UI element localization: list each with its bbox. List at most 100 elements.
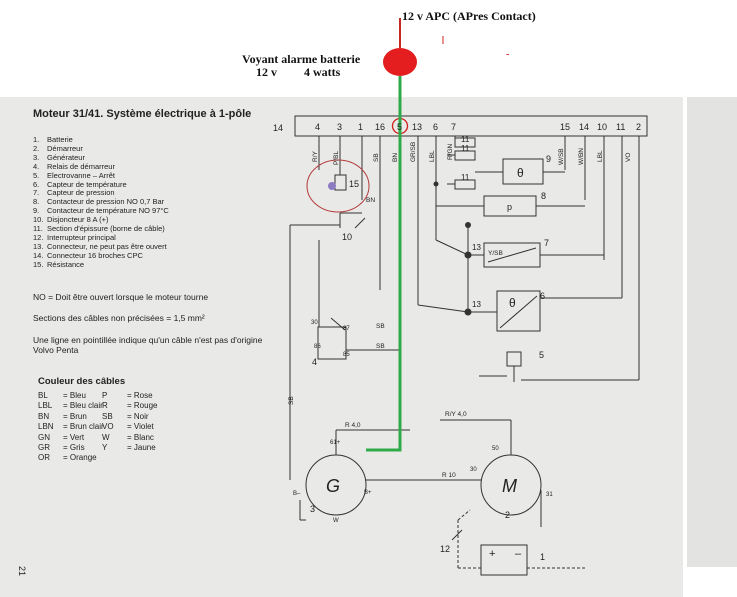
- component-number: 1: [540, 552, 545, 562]
- junction-dot: [464, 308, 472, 316]
- apc-label: 12 v APC (APres Contact): [402, 9, 536, 23]
- junction-dot: [465, 222, 471, 228]
- wire-colors-title: Couleur des câbles: [38, 376, 126, 387]
- pin-label: 6: [433, 122, 438, 132]
- legend-item: 12.Interrupteur principal: [33, 232, 116, 242]
- battery-minus: –: [515, 548, 522, 560]
- wire-label: R 10: [442, 472, 456, 479]
- component-number: 13: [472, 300, 481, 309]
- lamp-label: Voyant alarme batterie: [242, 52, 361, 66]
- terminal-label: 85: [343, 352, 350, 358]
- resistor-15: [334, 174, 347, 191]
- component-number: 10: [342, 232, 352, 242]
- component-number: 7: [544, 238, 549, 248]
- diagram-title: Moteur 31/41. Système électrique à 1-pôl…: [33, 108, 252, 120]
- pin-label: 7: [451, 122, 456, 132]
- note-dotted: Une ligne en pointillée indique qu'un câ…: [33, 335, 263, 355]
- legend-item: 9.Contacteur de température NO 97°C: [33, 206, 169, 216]
- component-number: 15: [349, 179, 359, 189]
- pin-label: 3: [337, 122, 342, 132]
- wire-label: SB: [288, 396, 295, 405]
- component-number: 13: [472, 243, 481, 252]
- legend-item: 8.Contacteur de pression NO 0,7 Bar: [33, 197, 165, 207]
- purple-dot: [328, 182, 336, 190]
- pin-label: 5: [397, 122, 402, 132]
- battery-plus: +: [489, 548, 495, 560]
- legend-item: 15.Résistance: [33, 259, 85, 269]
- pin-label: 13: [412, 122, 422, 132]
- p-symbol: p: [507, 202, 512, 212]
- wire-label: LBL: [429, 150, 436, 162]
- wire: [435, 239, 469, 256]
- component-legend: 1.Batterie 2.Démarreur 3.Générateur 4.Re…: [33, 135, 169, 270]
- generator-symbol: G: [326, 476, 340, 496]
- temp-sensor-6: [496, 290, 541, 332]
- wire-label: GR/SB: [410, 142, 417, 162]
- pin-label: 10: [597, 122, 607, 132]
- wire-dotted: [457, 509, 471, 521]
- component-number: 11: [461, 144, 470, 153]
- junction-dot: [433, 181, 439, 187]
- legend-item: 4.Relais de démarreur: [33, 161, 115, 171]
- component-number: 6: [540, 291, 545, 301]
- component-number: 11: [461, 135, 470, 144]
- main-switch-12: [451, 529, 463, 541]
- terminal-label: 87: [343, 326, 350, 332]
- wire-label: SB: [376, 343, 385, 350]
- splice-11a: [454, 137, 476, 148]
- starter-relay-4: [317, 326, 347, 360]
- connector-14: [294, 115, 648, 137]
- pin-label: 2: [636, 122, 641, 132]
- wire-label: P/BL: [333, 151, 340, 165]
- note-no: NO = Doit être ouvert lorsque le moteur …: [33, 292, 209, 302]
- wire-label: R/GN: [447, 143, 454, 160]
- motor-symbol: M: [502, 476, 517, 496]
- relay-contact: [330, 317, 346, 331]
- legend-item: 13.Connecteur, ne peut pas être ouvert: [33, 241, 167, 251]
- component-number: 2: [505, 510, 510, 520]
- green-lamp-wire: [366, 76, 402, 452]
- lamp-voltage: 12 v: [256, 65, 277, 79]
- connector-14-label: 14: [273, 123, 283, 133]
- legend-item: 14.Connecteur 16 broches CPC: [33, 250, 143, 260]
- pin-label: 4: [315, 122, 320, 132]
- pin-label: 15: [560, 122, 570, 132]
- legend-item: 5.Electrovanne – Arrêt: [33, 170, 115, 180]
- wire-label: R/Y: [312, 151, 319, 163]
- terminal-label: 50: [492, 446, 499, 452]
- legend-item: 1.Batterie: [33, 135, 73, 144]
- manual-page: [0, 97, 683, 597]
- theta-symbol: θ: [517, 166, 524, 180]
- next-page-edge: [687, 97, 737, 567]
- wire-label: BN: [366, 197, 375, 204]
- terminal-label: 86: [314, 344, 321, 350]
- sensor-slash: [487, 247, 537, 263]
- wire-label: R 4,0: [345, 422, 361, 429]
- component-number: 5: [539, 350, 544, 360]
- legend-item: 7.Capteur de pression: [33, 188, 115, 198]
- wire-label: BN: [392, 153, 399, 162]
- pin-label: 14: [579, 122, 589, 132]
- pin-label: 1: [358, 122, 363, 132]
- wire: [417, 304, 469, 313]
- solenoid-valve-5: [506, 351, 522, 367]
- legend-item: 11.Section d'épissure (borne de câble): [33, 224, 165, 234]
- wire-label: Y/SB: [488, 250, 503, 257]
- terminal-label: W: [333, 518, 339, 524]
- legend-item: 10.Disjoncteur 8 A (+): [33, 215, 109, 225]
- component-number: 11: [461, 173, 470, 182]
- breaker-10: [354, 217, 366, 229]
- lamp-wattage: 4 watts: [304, 65, 341, 79]
- component-number: 8: [541, 191, 546, 201]
- component-number: 3: [310, 504, 315, 514]
- terminal-label: 30: [311, 320, 318, 326]
- battery-warning-lamp: [383, 48, 417, 76]
- wire-label: SB: [373, 153, 380, 162]
- sensor-slash: [499, 295, 538, 329]
- junction-dot: [464, 251, 472, 259]
- resistor-circle-annotation: [306, 159, 370, 213]
- wire-label: W/BN: [578, 148, 585, 165]
- component-number: 4: [312, 357, 317, 367]
